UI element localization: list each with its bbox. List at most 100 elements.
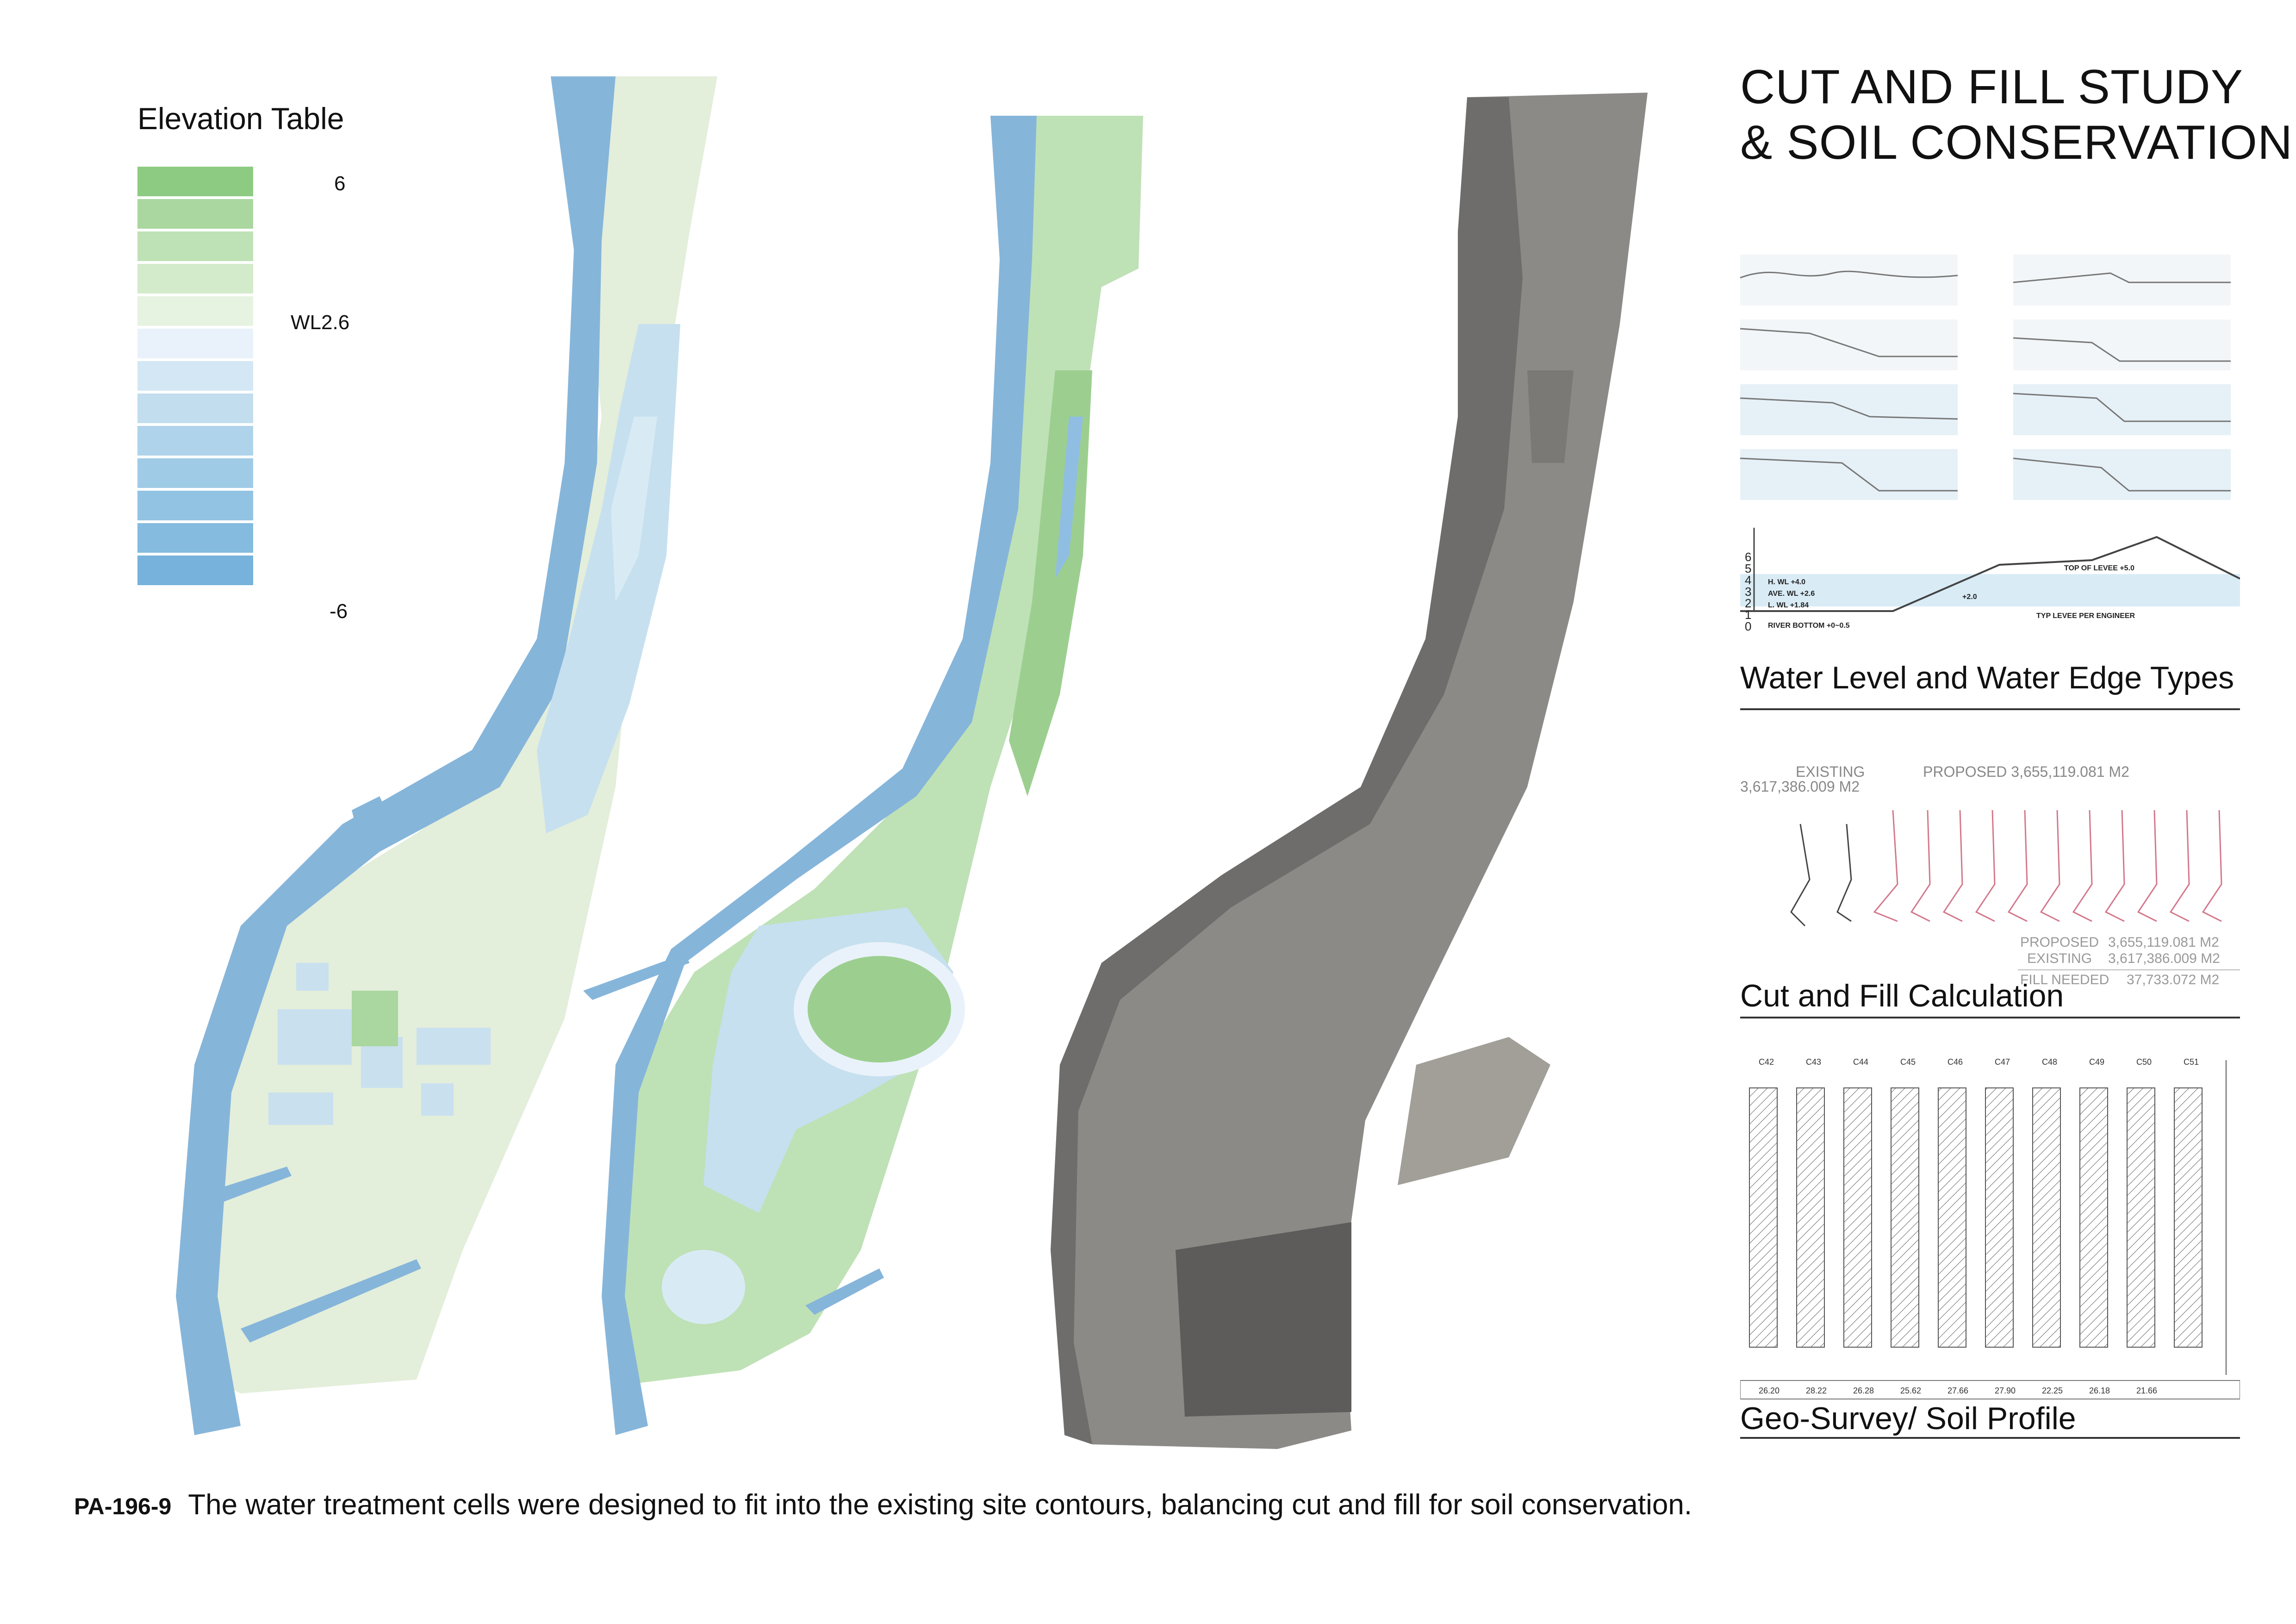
legend-swatch — [137, 296, 253, 326]
depth-value: 26.28 — [1853, 1386, 1874, 1395]
borehole-column — [1749, 1087, 1778, 1348]
level-label: 6 — [1745, 550, 1751, 564]
figure-code: PA-196-9 — [74, 1493, 172, 1519]
level-label: 3 — [1745, 585, 1751, 599]
borehole-label: C48 — [2042, 1057, 2057, 1067]
level-label: 0 — [1745, 619, 1751, 633]
borehole: C46 — [1938, 1057, 1966, 1348]
borehole: C44 — [1843, 1057, 1872, 1348]
existing-elevation-map — [176, 76, 717, 1435]
section-divider — [1740, 1017, 2240, 1018]
figure-text: The water treatment cells were designed … — [188, 1489, 1692, 1521]
calc-row-label: PROPOSED — [2020, 935, 2099, 950]
legend-swatch — [137, 426, 253, 456]
water-edge-caption: Water Level and Water Edge Types — [1740, 660, 2234, 695]
existing-profiles — [1790, 824, 1852, 927]
borehole-column — [1891, 1087, 1919, 1348]
soil-profile-caption: Geo-Survey/ Soil Profile — [1740, 1401, 2076, 1436]
borehole-label: C49 — [2089, 1057, 2104, 1067]
section-thumbnails — [1740, 255, 2231, 500]
proposed-profiles — [1873, 810, 2222, 922]
proposed-grading-map — [583, 116, 1143, 1435]
annotation: H. WL +4.0 — [1768, 578, 1805, 586]
borehole-label: C45 — [1900, 1057, 1916, 1067]
legend-swatch — [137, 523, 253, 553]
cut-fill-diagram: EXISTING 3,617,386.009 M2 PROPOSED 3,655… — [1740, 763, 2240, 987]
annotation: TOP OF LEVEE +5.0 — [2064, 564, 2134, 572]
borehole: C42 — [1749, 1057, 1778, 1348]
aerial-photo-map — [1051, 93, 1648, 1449]
borehole-label: C43 — [1806, 1057, 1821, 1067]
borehole-column — [1796, 1087, 1825, 1348]
annotation: +2.0 — [1962, 593, 1977, 601]
borehole-columns: C42 C43 C44 C45 C46 C47 C48 C49 C50 C51 — [1749, 1057, 2203, 1348]
proposed-label: PROPOSED 3,655,119.081 M2 — [1923, 763, 2129, 780]
depth-row: 26.20 28.22 26.28 25.62 27.66 27.90 22.25 26.18… — [1759, 1386, 2157, 1395]
legend-swatch — [137, 264, 253, 294]
sheet-title: CUT AND FILL STUDY & SOIL CONSERVATION — [1740, 60, 2293, 169]
annotation: AVE. WL +2.6 — [1768, 590, 1815, 598]
annotation: TYP LEVEE PER ENGINEER — [2036, 612, 2135, 620]
borehole-column — [2127, 1087, 2155, 1348]
borehole: C50 — [2127, 1057, 2155, 1348]
calc-row-label: FILL NEEDED — [2020, 972, 2109, 987]
section-divider — [1740, 708, 2240, 710]
borehole-column — [1843, 1087, 1872, 1348]
calc-row-value: 3,655,119.081 M2 — [2108, 935, 2219, 950]
legend-swatch — [137, 361, 253, 391]
borehole-column — [2032, 1087, 2061, 1348]
water-edge-sections: 6 5 4 3 2 1 0 H. WL +4.0 AVE. WL +2.6 L.… — [1740, 255, 2240, 633]
depth-value: 27.90 — [1995, 1386, 2016, 1395]
water-level-diagram: 6 5 4 3 2 1 0 H. WL +4.0 AVE. WL +2.6 L.… — [1740, 528, 2240, 633]
legend-swatch — [137, 231, 253, 261]
depth-value: 26.18 — [2089, 1386, 2110, 1395]
existing-label: EXISTING — [1796, 763, 1865, 780]
borehole: C51 — [2174, 1057, 2203, 1348]
level-label: 2 — [1745, 596, 1751, 610]
borehole-label: C46 — [1948, 1057, 1963, 1067]
borehole-label: C47 — [1995, 1057, 2010, 1067]
annotation: L. WL +1.84 — [1768, 601, 1809, 609]
depth-value: 27.66 — [1948, 1386, 1968, 1395]
calc-row-value: 37,733.072 M2 — [2127, 972, 2219, 987]
soil-profile-diagram: C42 C43 C44 C45 C46 C47 C48 C49 C50 C51 26.20 28.2… — [1740, 1057, 2240, 1399]
legend-min-label: -6 — [330, 600, 348, 623]
level-label: 4 — [1745, 573, 1751, 587]
figure-caption: PA-196-9 The water treatment cells were d… — [74, 1488, 1692, 1521]
legend-water-label: WL2.6 — [291, 311, 350, 334]
borehole-column — [1985, 1087, 2014, 1348]
borehole: C43 — [1796, 1057, 1825, 1348]
level-label: 5 — [1745, 562, 1751, 575]
borehole: C45 — [1891, 1057, 1919, 1348]
borehole: C47 — [1985, 1057, 2014, 1348]
existing-value: 3,617,386.009 M2 — [1740, 778, 1860, 795]
legend-title: Elevation Table — [137, 101, 344, 136]
calc-row-value: 3,617,386.009 M2 — [2108, 951, 2220, 966]
depth-value: 25.62 — [1900, 1386, 1921, 1395]
legend-swatch — [137, 491, 253, 520]
borehole-column — [2079, 1087, 2108, 1348]
depth-value: 26.20 — [1759, 1386, 1780, 1395]
calc-row-label: EXISTING — [2027, 951, 2092, 966]
level-label: 1 — [1745, 608, 1751, 622]
section-divider — [1740, 1437, 2240, 1439]
borehole-label: C51 — [2184, 1057, 2199, 1067]
borehole-column — [2174, 1087, 2203, 1348]
legend-swatch — [137, 394, 253, 423]
borehole-column — [1938, 1087, 1966, 1348]
legend-swatch — [137, 329, 253, 358]
annotation: RIVER BOTTOM +0~0.5 — [1768, 622, 1850, 630]
site-maps — [176, 76, 1648, 1449]
legend-swatch — [137, 556, 253, 585]
borehole-label: C50 — [2136, 1057, 2152, 1067]
depth-value: 21.66 — [2136, 1386, 2157, 1395]
legend-swatch — [137, 199, 253, 229]
borehole: C49 — [2079, 1057, 2108, 1348]
legend-swatch — [137, 167, 253, 196]
depth-value: 28.22 — [1806, 1386, 1827, 1395]
depth-value: 22.25 — [2042, 1386, 2063, 1395]
borehole: C48 — [2032, 1057, 2061, 1348]
legend-swatch — [137, 458, 253, 488]
legend-max-label: 6 — [334, 172, 346, 195]
borehole-label: C42 — [1759, 1057, 1774, 1067]
